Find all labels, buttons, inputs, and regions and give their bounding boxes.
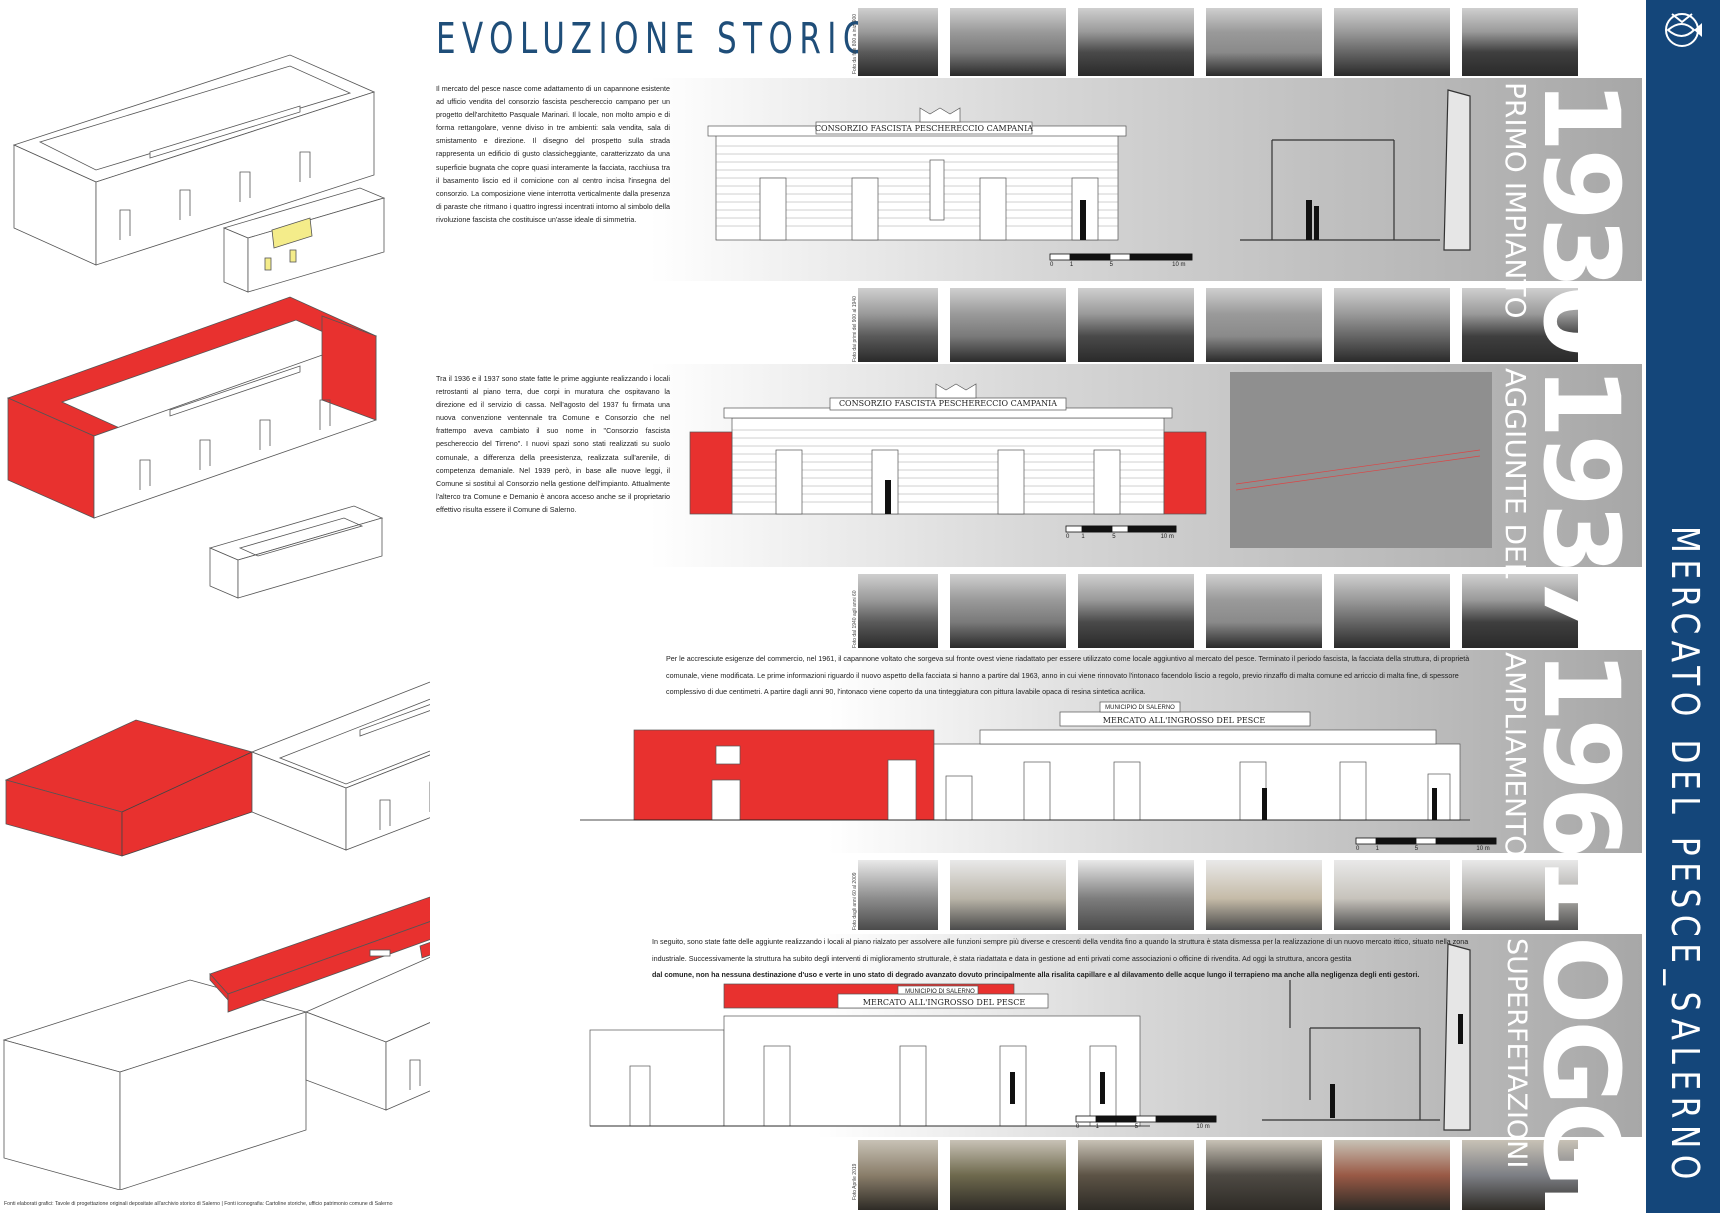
- photo-thumbnail: [1462, 860, 1578, 930]
- facade-sign-1930: CONSORZIO FASCISTA PESCHERECCIO CAMPANIA: [815, 124, 1033, 133]
- photo-thumbnail: [1334, 288, 1450, 362]
- axo-oggi: [2, 896, 430, 1190]
- photo-thumbnail: [1334, 1140, 1450, 1210]
- facade-sign-top-1961: MUNICIPIO DI SALERNO: [1105, 705, 1175, 711]
- scale-label: 1: [1069, 262, 1074, 268]
- photo-thumbnail: [1462, 574, 1578, 648]
- scale-label: 10 m: [1160, 534, 1174, 540]
- section-oggi: [1262, 943, 1471, 1131]
- facade-1937: CONSORZIO FASCISTA PESCHERECCIO CAMPANIA: [689, 383, 1207, 531]
- photo-thumbnail: [858, 8, 938, 76]
- scale-label: 10 m: [1476, 846, 1490, 852]
- photo-thumbnail: [1078, 1140, 1194, 1210]
- photo-thumbnail: [1462, 288, 1578, 362]
- text-1937: Tra il 1936 e il 1937 sono state fatte l…: [436, 374, 670, 514]
- photo-thumbnail: [950, 288, 1066, 362]
- photo-thumbnail: [858, 288, 938, 362]
- text-oggi-a: In seguito, sono state fatte delle aggiu…: [652, 937, 1469, 963]
- scale-label: 1: [1081, 534, 1085, 540]
- facade-1961: MERCATO ALL'INGROSSO DEL PESCE MUNICIPIO…: [580, 701, 1470, 821]
- axonometric-drawings: [2, 54, 430, 1190]
- facade-sign-1937: CONSORZIO FASCISTA PESCHERECCIO CAMPANIA: [839, 399, 1057, 408]
- photo-thumbnail: [1206, 1140, 1322, 1210]
- photo-thumbnail: [1462, 1140, 1578, 1210]
- section-1930: [1240, 89, 1471, 251]
- photo-thumbnail: [1334, 574, 1450, 648]
- scale-label: 5: [1112, 534, 1116, 540]
- scale-bars: [1049, 253, 1497, 1123]
- facade-sign-oggi: MERCATO ALL'INGROSSO DEL PESCE: [863, 998, 1026, 1007]
- text-oggi-b: dal comune, non ha nessuna destinazione …: [652, 970, 1420, 979]
- photo-thumbnail: [1206, 574, 1322, 648]
- fish-logo-icon: [1654, 8, 1710, 52]
- scale-label: 5: [1134, 1124, 1139, 1130]
- photo-thumbnail: [1078, 574, 1194, 648]
- side-title-text: MERCATO DEL PESCE_SALERNO: [1663, 526, 1707, 1186]
- facade-sign-1961: MERCATO ALL'INGROSSO DEL PESCE: [1103, 716, 1266, 725]
- photo-thumbnail: [1078, 8, 1194, 76]
- elevations: CONSORZIO FASCISTA PESCHERECCIO CAMPANIA…: [580, 89, 1497, 1131]
- photo-thumbnail: [1334, 8, 1450, 76]
- photo-thumbnail: [1078, 860, 1194, 930]
- photo-thumbnail: [858, 860, 938, 930]
- photo-thumbnail: [950, 860, 1066, 930]
- scale-label: 1: [1375, 846, 1379, 852]
- side-band: MERCATO DEL PESCE_SALERNO: [1646, 0, 1720, 1213]
- map-1937-overlay: [1235, 449, 1481, 491]
- facade-sign-top-oggi: MUNICIPIO DI SALERNO: [905, 989, 975, 995]
- scale-label: 1: [1095, 1124, 1099, 1130]
- photo-thumbnail: [1206, 8, 1322, 76]
- photo-thumbnail: [950, 574, 1066, 648]
- credits: Fonti elaborati grafici: Tavole di proge…: [4, 1201, 393, 1207]
- page-title: EVOLUZIONE STORICA: [436, 14, 899, 64]
- facade-oggi: MERCATO ALL'INGROSSO DEL PESCE MUNICIPIO…: [589, 983, 1150, 1127]
- photo-thumbnail: [950, 1140, 1066, 1210]
- human-figures: [1010, 206, 1463, 1118]
- scale-label: 10 m: [1196, 1124, 1210, 1130]
- axo-1937: [6, 296, 384, 599]
- scale-label: 10 m: [1172, 262, 1186, 268]
- axo-1930: [12, 54, 386, 293]
- scale-label: 5: [1109, 262, 1113, 268]
- scale-label: 0: [1076, 1124, 1080, 1130]
- photo-thumbnail: [858, 574, 938, 648]
- photo-thumbnail: [1078, 288, 1194, 362]
- scale-label: 0: [1356, 846, 1360, 852]
- photo-thumbnail: [950, 8, 1066, 76]
- scale-label: 0: [1066, 534, 1070, 540]
- text-1930: Il mercato del pesce nasce come adattame…: [436, 84, 670, 224]
- photo-thumbnail: [1334, 860, 1450, 930]
- photo-thumbnail: [1206, 860, 1322, 930]
- axo-1961: [4, 681, 430, 857]
- facade-1930: CONSORZIO FASCISTA PESCHERECCIO CAMPANIA: [707, 107, 1192, 259]
- text-1961: Per le accresciute esigenze del commerci…: [666, 654, 1470, 696]
- scale-label: 5: [1414, 846, 1419, 852]
- map-1937: [1230, 372, 1492, 548]
- scale-label: 0: [1050, 262, 1054, 268]
- photo-thumbnail: [1462, 8, 1578, 76]
- photo-thumbnail: [1206, 288, 1322, 362]
- photo-thumbnail: [858, 1140, 938, 1210]
- side-title: MERCATO DEL PESCE_SALERNO: [1654, 520, 1712, 1200]
